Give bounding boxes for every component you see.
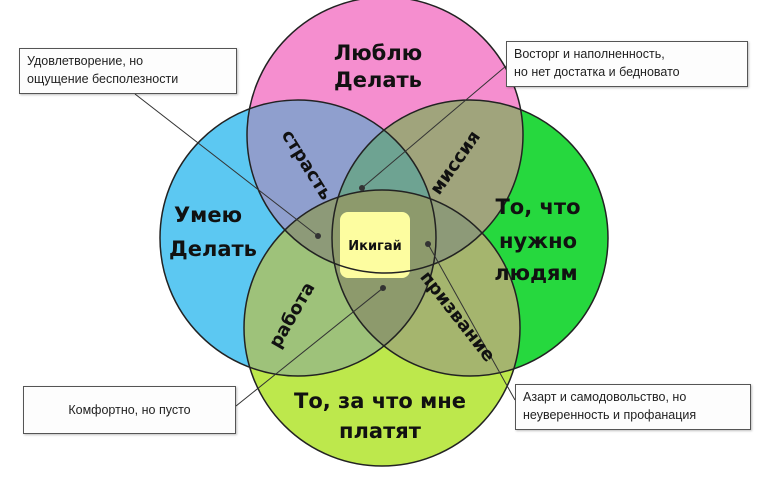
callout-bottom-left: Комфортно, но пусто	[23, 386, 236, 434]
overlap-love-good-need	[332, 100, 436, 273]
connector-dot-top-right	[359, 185, 365, 191]
connector-lines	[134, 65, 516, 407]
overlap-paid-good-need	[332, 190, 436, 376]
callout-bottom-right: Азарт и самодовольство, но неуверенность…	[515, 384, 751, 430]
label-good-at-line2: Делать	[169, 237, 257, 261]
callout-top-right: Восторг и наполненность, но нет достатка…	[506, 41, 748, 87]
label-world-needs-line3: людям	[494, 261, 577, 285]
label-good-at-line1: Умею	[174, 203, 242, 227]
callout-top-right-line2: но нет достатка и бедновато	[514, 65, 680, 79]
connector-dot-bottom-right	[425, 241, 431, 247]
callout-bottom-right-line2: неуверенность и профанация	[523, 408, 697, 422]
connector-dot-top-left	[315, 233, 321, 239]
callout-top-left-line1: Удовлетворение, но	[27, 54, 144, 68]
label-paid-for-line1: То, за что мне	[294, 389, 466, 413]
label-world-needs-line2: нужно	[499, 229, 577, 253]
ikigai-center	[340, 212, 410, 278]
circle-outlines	[159, 0, 609, 467]
label-love-line1: Люблю	[334, 41, 422, 65]
callout-bottom-left-line1: Комфортно, но пусто	[68, 403, 191, 417]
callout-top-right-line1: Восторг и наполненность,	[514, 47, 665, 61]
label-world-needs-line1: То, что	[495, 195, 580, 219]
ikigai-center-label: Икигай	[348, 239, 402, 254]
label-love-line2: Делать	[334, 68, 422, 92]
callout-bottom-right-line1: Азарт и самодовольство, но	[523, 390, 687, 404]
callout-top-left-line2: ощущение бесполезности	[27, 72, 179, 86]
callout-top-left: Удовлетворение, но ощущение бесполезност…	[19, 48, 237, 94]
label-paid-for-line2: платят	[339, 419, 422, 443]
connector-dot-bottom-left	[380, 285, 386, 291]
